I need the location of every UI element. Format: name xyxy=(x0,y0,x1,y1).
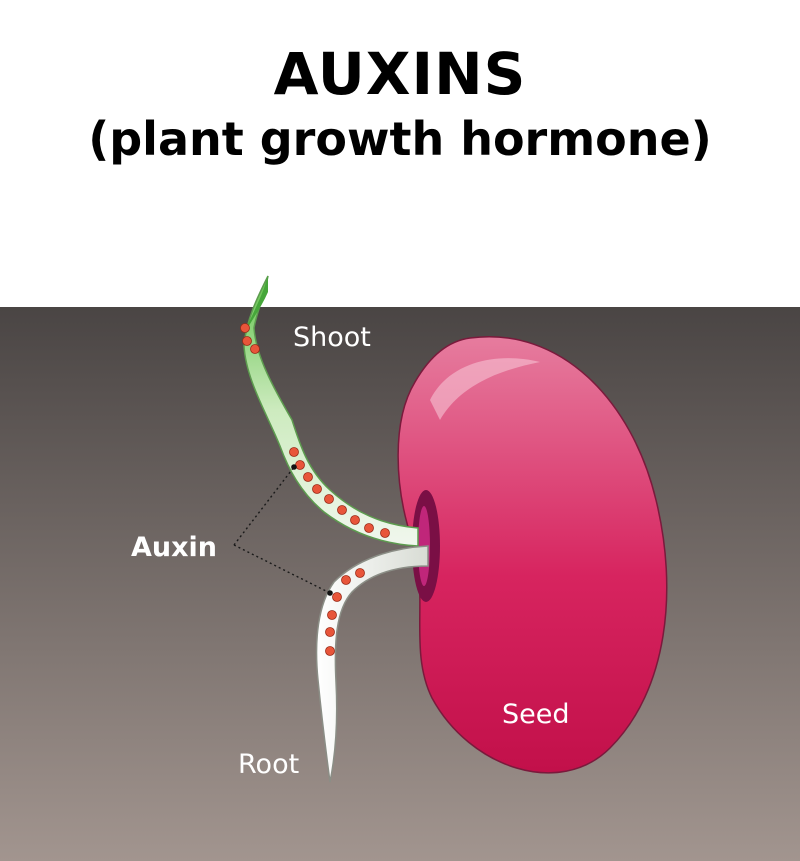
auxin-pointer-lines xyxy=(233,466,331,594)
auxin-dot xyxy=(295,460,305,470)
auxin-dot xyxy=(364,523,374,533)
seed-label: Seed xyxy=(502,699,570,730)
seed-highlight xyxy=(430,358,540,420)
auxin-dot xyxy=(327,610,337,620)
auxin-dot xyxy=(312,484,322,494)
root-label: Root xyxy=(238,749,299,780)
shoot-label: Shoot xyxy=(293,322,371,353)
auxin-dot xyxy=(325,627,335,637)
auxin-dot xyxy=(332,592,342,602)
auxin-dots xyxy=(240,323,390,656)
soil-background xyxy=(0,307,800,861)
auxin-dot xyxy=(341,575,351,585)
root xyxy=(315,545,429,783)
pointer-line-upper xyxy=(233,466,295,546)
pointer-end-lower xyxy=(327,590,333,596)
auxin-dot xyxy=(350,515,360,525)
seed-shape xyxy=(397,336,668,774)
auxin-dot xyxy=(325,646,335,656)
pointer-end-upper xyxy=(291,464,297,470)
diagram-title: AUXINS xyxy=(273,40,527,108)
auxin-dot xyxy=(240,323,250,333)
auxin-dot xyxy=(324,494,334,504)
auxin-dot xyxy=(289,447,299,457)
auxin-label: Auxin xyxy=(131,532,217,563)
auxin-dot xyxy=(355,568,365,578)
auxin-dot xyxy=(242,336,252,346)
auxin-dot xyxy=(380,528,390,538)
diagram-subtitle: (plant growth hormone) xyxy=(88,112,712,166)
auxin-dot xyxy=(250,344,260,354)
auxin-dot xyxy=(337,505,347,515)
shoot xyxy=(243,275,419,547)
auxin-dot xyxy=(303,472,313,482)
